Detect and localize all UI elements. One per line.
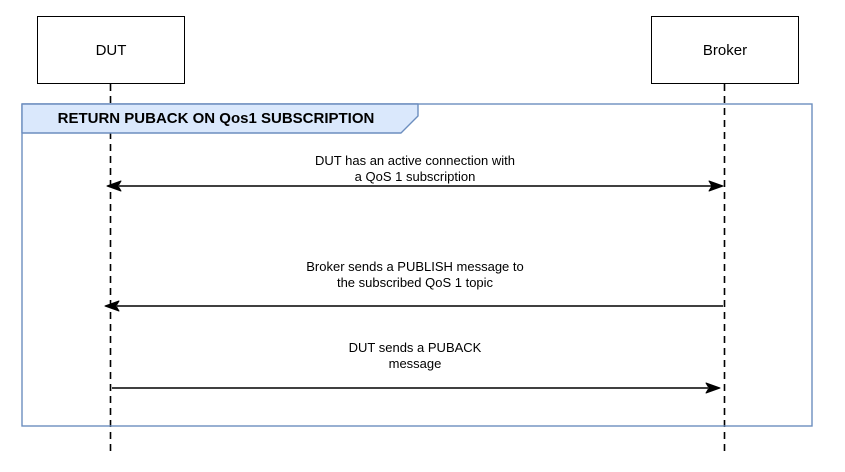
frame-label-pentagon (21, 103, 419, 134)
message-line: the subscribed QoS 1 topic (336, 275, 494, 290)
message-label-active-connection: DUT has an active connection with a QoS … (165, 153, 665, 185)
message-label-puback: DUT sends a PUBACK message (165, 340, 665, 372)
message-arrow-active-connection (106, 180, 724, 192)
message-line: DUT sends a PUBACK (348, 340, 482, 355)
message-line: Broker sends a PUBLISH message to (306, 259, 524, 274)
frame-title: RETURN PUBACK ON Qos1 SUBSCRIPTION (57, 110, 375, 127)
actor-box-dut: DUT (37, 16, 185, 84)
message-label-publish: Broker sends a PUBLISH message to the su… (165, 259, 665, 291)
message-line: a QoS 1 subscription (354, 169, 476, 184)
message-arrow-puback (112, 382, 721, 394)
actor-box-broker: Broker (651, 16, 799, 84)
message-line: message (388, 356, 442, 371)
message-arrow-publish (104, 300, 723, 312)
message-line: DUT has an active connection with (315, 153, 515, 168)
actor-label-dut: DUT (95, 41, 127, 59)
actor-label-broker: Broker (702, 41, 748, 59)
